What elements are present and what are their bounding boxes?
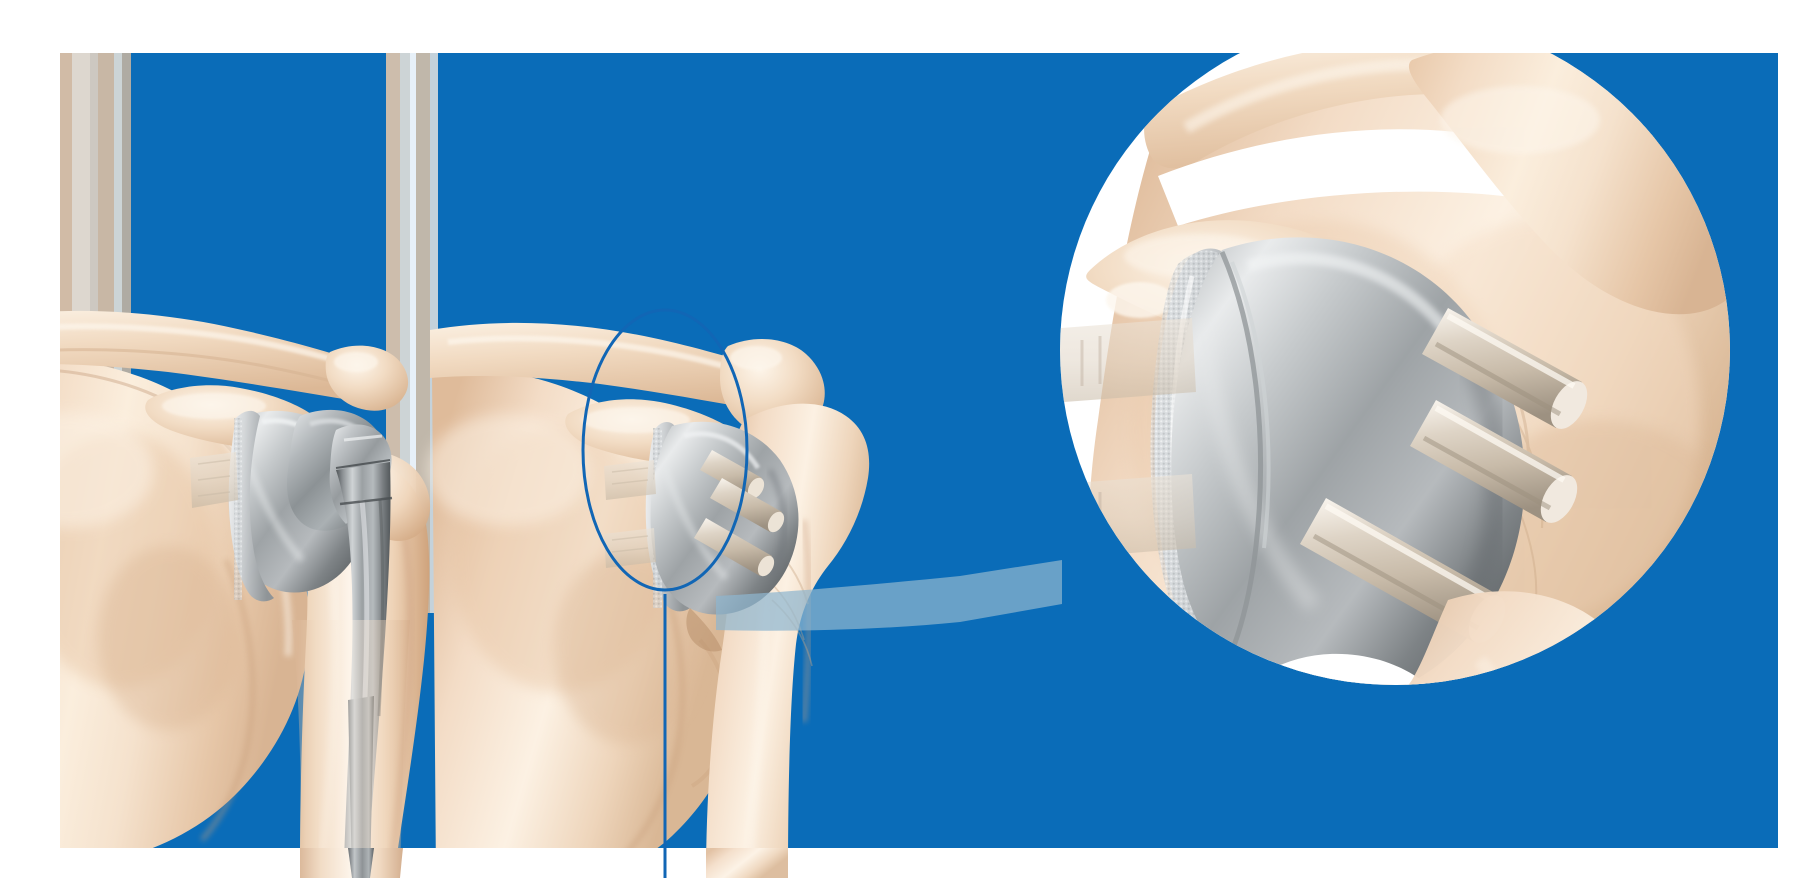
- top-margin: [0, 0, 1800, 53]
- bottom-margin: [0, 848, 1800, 878]
- right-margin: [1778, 0, 1800, 878]
- magnifier-callout: [581, 308, 1062, 878]
- panel-middle-illustration: [426, 322, 870, 878]
- left-margin: [0, 0, 60, 878]
- locking-screws-middle: [694, 450, 785, 577]
- central-peg-lower-middle: [604, 528, 656, 568]
- panel-left-illustration: [0, 310, 431, 878]
- callout-circle-outline: [581, 308, 749, 592]
- clavicle-middle: [430, 322, 811, 415]
- callout-connector-band: [716, 560, 1062, 631]
- central-peg-left: [190, 452, 238, 508]
- bone-overflow-bottom: [300, 848, 788, 878]
- humerus-detail: [1330, 591, 1730, 685]
- central-peg-upper-middle: [604, 460, 656, 500]
- panel-detail-illustration: [1060, 15, 1730, 685]
